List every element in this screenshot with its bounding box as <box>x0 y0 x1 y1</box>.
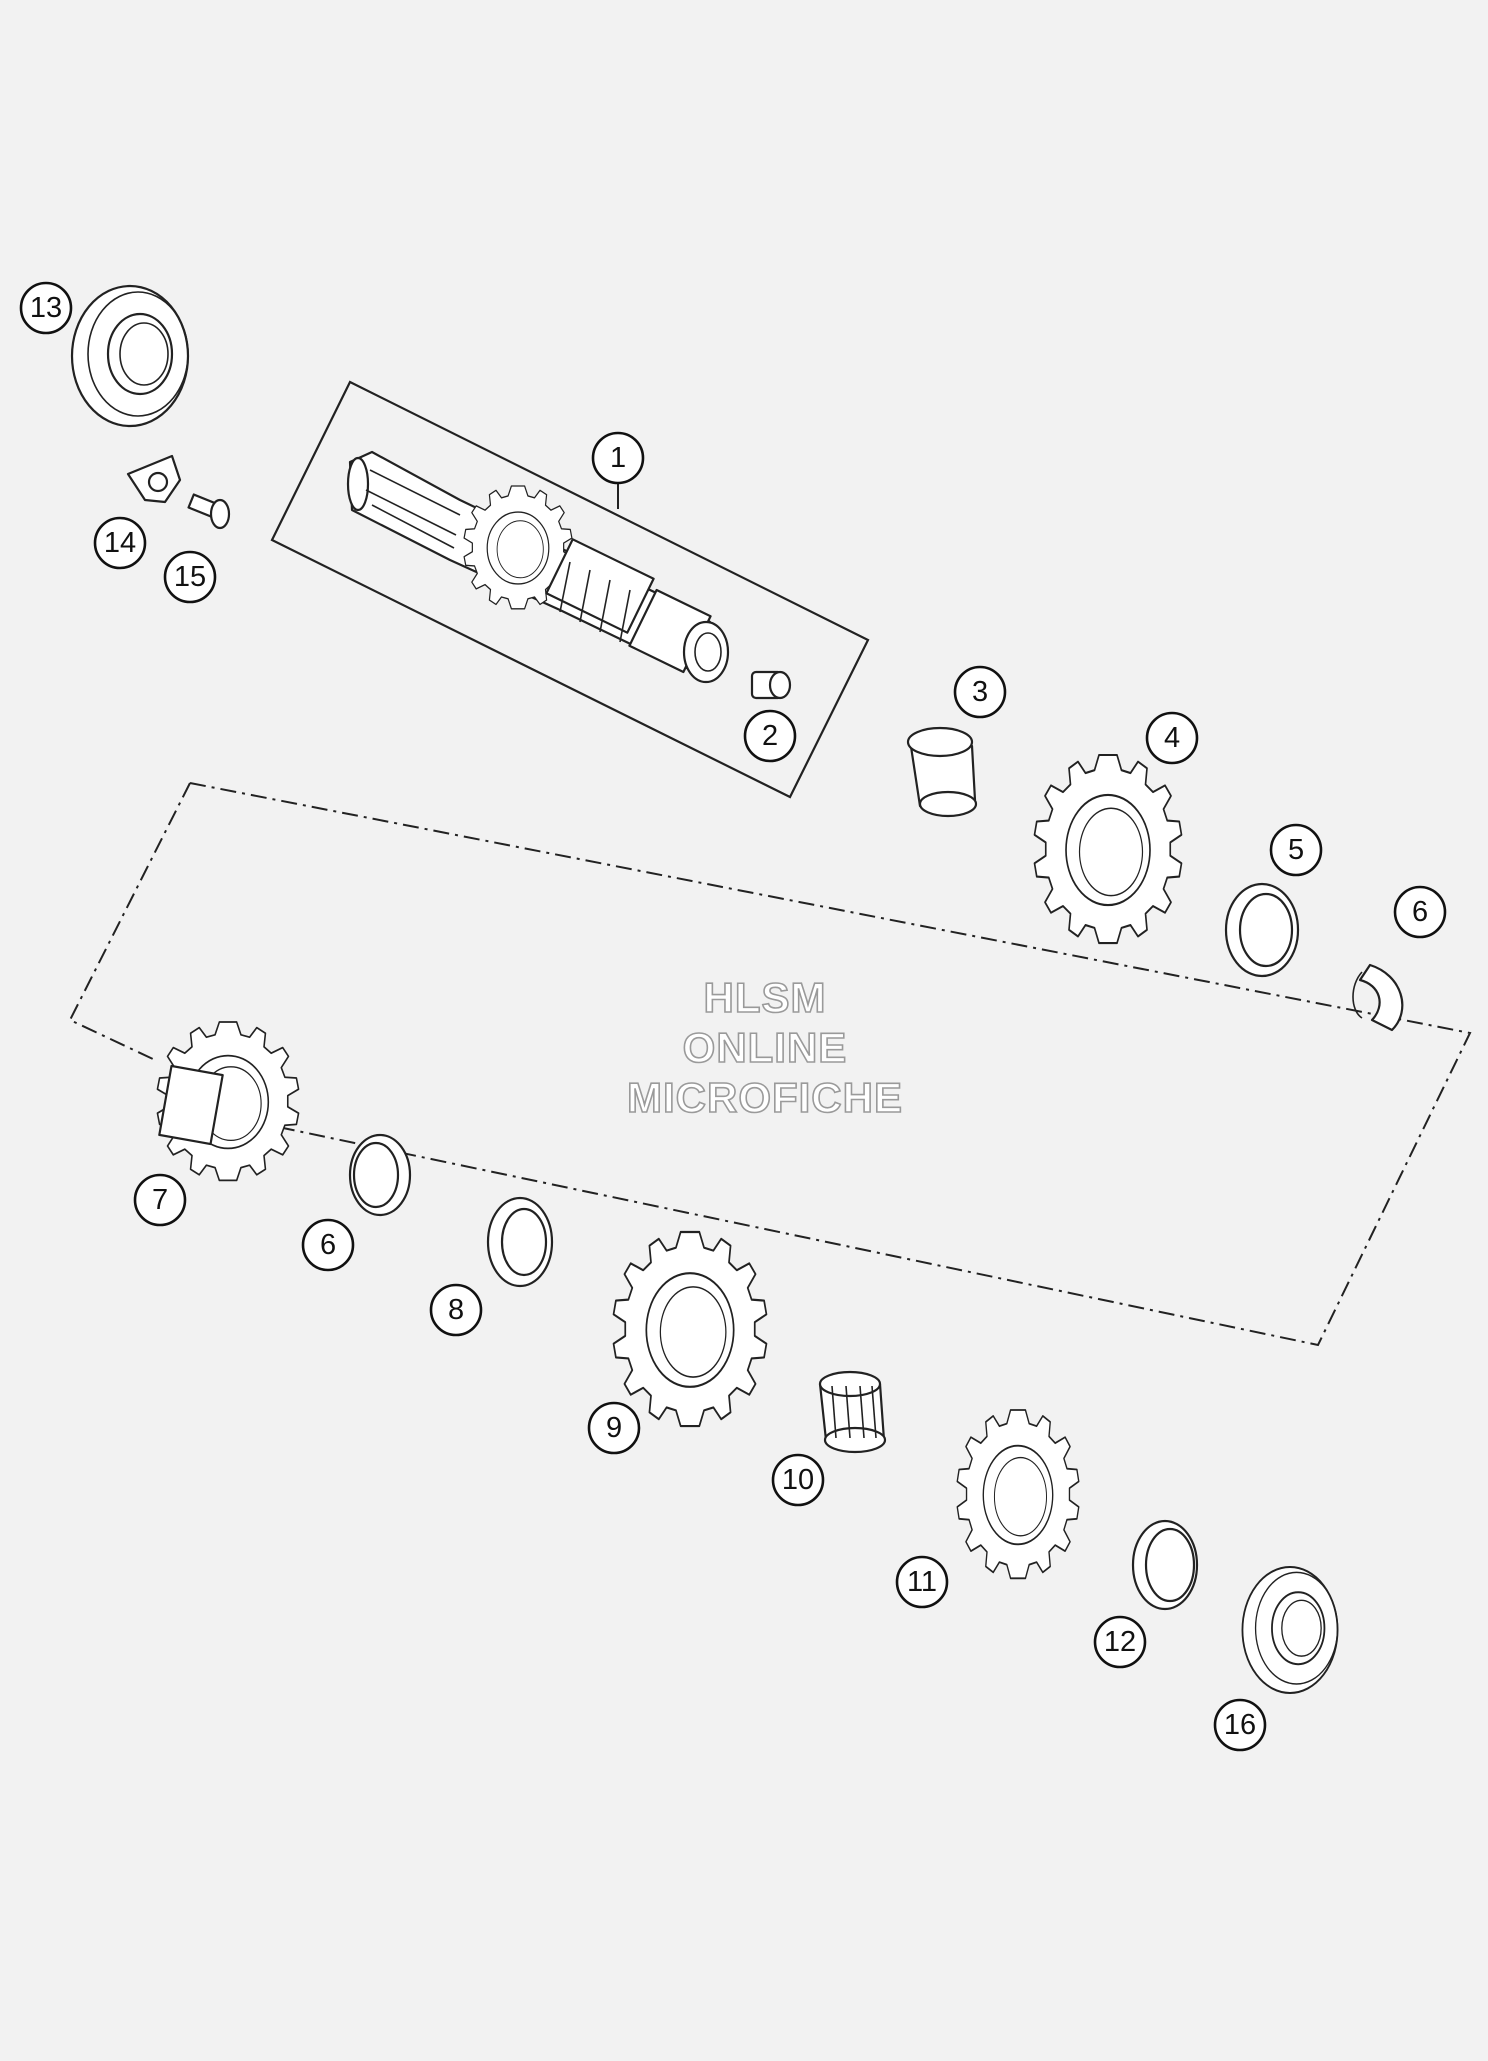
callout-6-left[interactable]: 6 <box>301 1218 355 1272</box>
callout-label: 9 <box>606 1412 622 1444</box>
callout-label: 3 <box>972 676 988 708</box>
ball-bearing-top <box>70 284 190 428</box>
callout-label: 7 <box>152 1184 168 1216</box>
lock-plate <box>126 454 182 504</box>
callout-15[interactable]: 15 <box>163 550 217 604</box>
countersunk-screw <box>187 493 231 530</box>
assembly-boundary <box>68 782 1472 1347</box>
watermark-line3: MICROFICHE <box>627 1074 903 1121</box>
callout-6-right[interactable]: 6 <box>1393 885 1447 939</box>
bushing <box>906 726 978 818</box>
callout-3[interactable]: 3 <box>953 665 1007 719</box>
callout-1[interactable]: 1 <box>591 431 645 485</box>
circlip-6-left <box>348 1133 412 1217</box>
lock-washer-8 <box>486 1196 554 1288</box>
ball-bearing-bottom <box>1241 1566 1339 1694</box>
callout-7[interactable]: 7 <box>133 1173 187 1227</box>
callout-10[interactable]: 10 <box>771 1453 825 1507</box>
callout-13[interactable]: 13 <box>19 281 73 335</box>
callout-label: 8 <box>448 1294 464 1326</box>
main-shaft-kit-box <box>270 380 870 799</box>
callout-2[interactable]: 2 <box>743 709 797 763</box>
callout-label: 13 <box>30 292 62 324</box>
callout-label: 11 <box>907 1566 937 1598</box>
callout-label: 5 <box>1288 834 1304 866</box>
watermark: HLSM ONLINE MICROFICHE <box>626 973 903 1122</box>
callout-4[interactable]: 4 <box>1145 711 1199 765</box>
watermark-line1: HLSM <box>704 974 827 1021</box>
callout-label: 10 <box>782 1464 814 1496</box>
gear-9 <box>612 1230 768 1428</box>
callout-label: 2 <box>762 720 778 752</box>
callout-label: 16 <box>1224 1709 1256 1741</box>
gear-11 <box>956 1409 1080 1580</box>
circlip-6-right <box>1352 963 1404 1032</box>
callout-label: 14 <box>104 527 136 559</box>
watermark-line2: ONLINE <box>683 1024 848 1071</box>
washer-5 <box>1224 882 1300 978</box>
main-shaft <box>346 450 730 684</box>
callout-9[interactable]: 9 <box>587 1401 641 1455</box>
callout-label: 12 <box>1104 1626 1136 1658</box>
callout-label: 15 <box>174 561 206 593</box>
callout-12[interactable]: 12 <box>1093 1615 1147 1669</box>
gear-7 <box>156 1021 300 1182</box>
washer-12 <box>1131 1519 1199 1611</box>
callout-label: 6 <box>320 1229 336 1261</box>
callout-5[interactable]: 5 <box>1269 823 1323 877</box>
needle-bearing-10 <box>818 1370 887 1454</box>
callout-label: 1 <box>610 442 626 474</box>
callout-16[interactable]: 16 <box>1213 1698 1267 1752</box>
needle-bearing-small <box>750 670 792 700</box>
callout-label: 4 <box>1164 722 1180 754</box>
callout-14[interactable]: 14 <box>93 516 147 570</box>
callout-11[interactable]: 11 <box>895 1555 949 1609</box>
callout-8[interactable]: 8 <box>429 1283 483 1337</box>
gear-4 <box>1033 753 1183 945</box>
callout-label: 6 <box>1412 896 1428 928</box>
